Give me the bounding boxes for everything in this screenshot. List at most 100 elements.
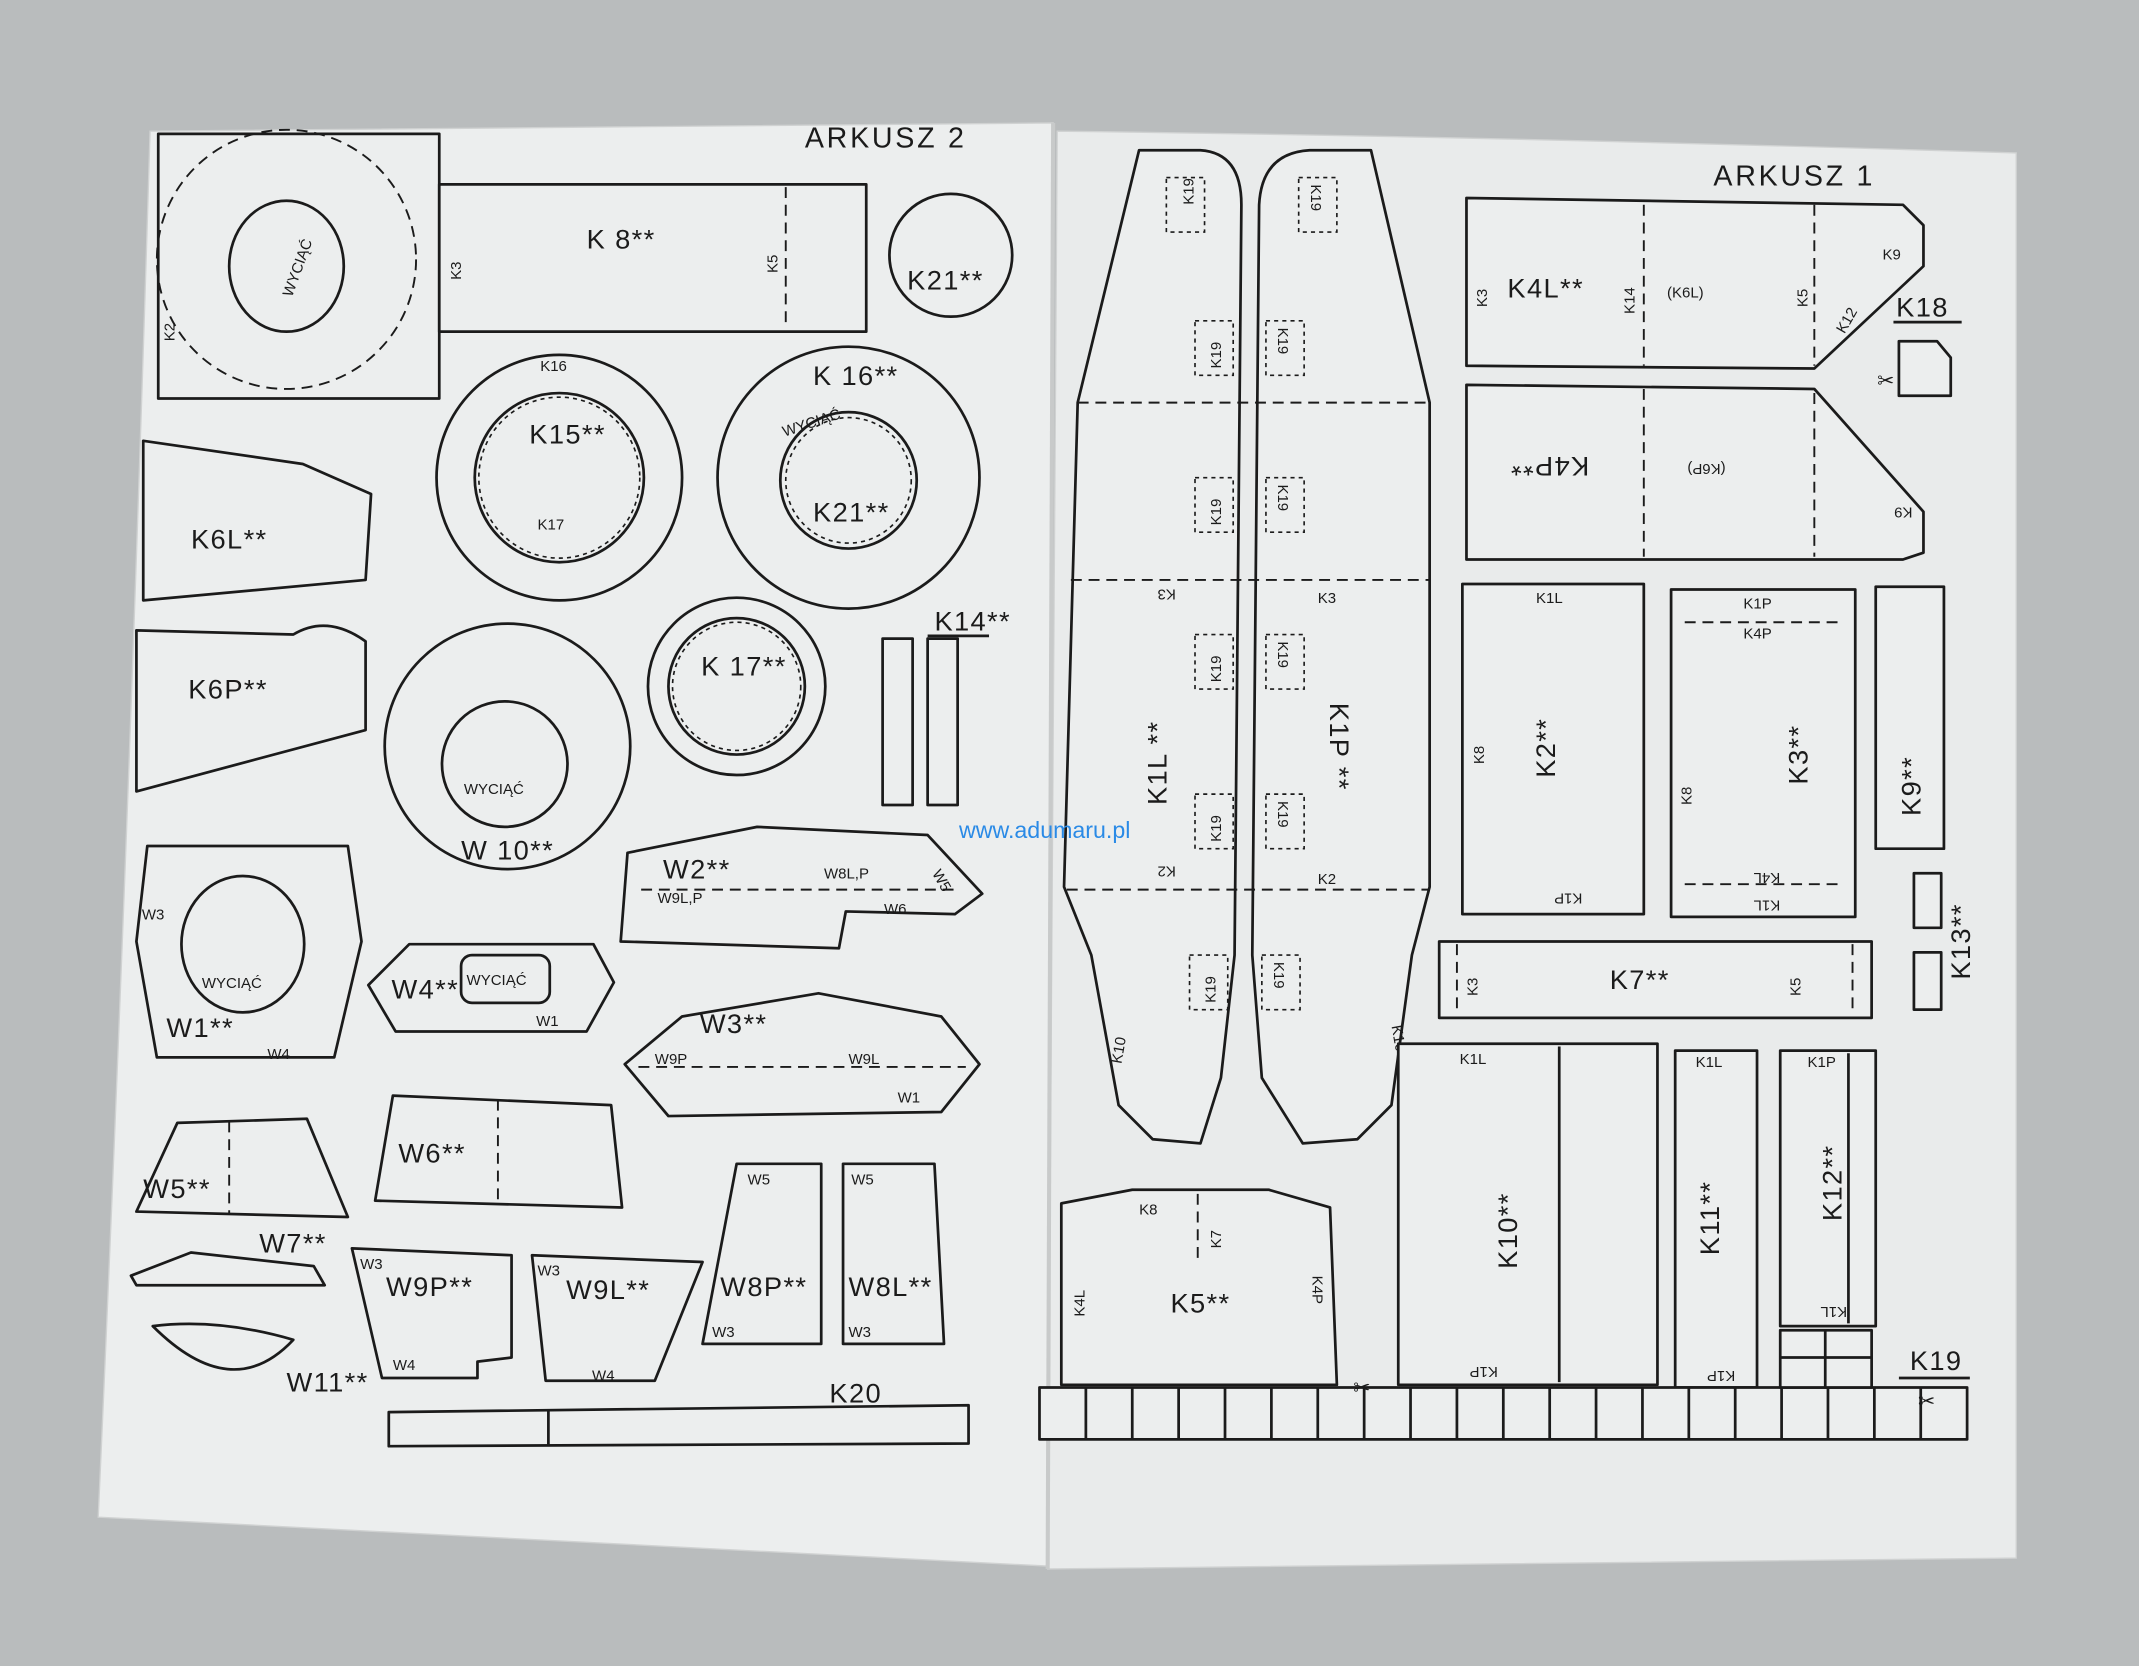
part-label: W1** xyxy=(166,1012,234,1043)
part-label: K9** xyxy=(1896,756,1927,816)
part-label: K7** xyxy=(1610,964,1670,995)
code-label: K3 xyxy=(448,261,465,279)
part-k2: WYCIĄĆ K2 xyxy=(155,128,441,400)
sheet-title: ARKUSZ 1 xyxy=(1713,161,1875,193)
part-label: K18 xyxy=(1896,292,1949,323)
code-label: K5 xyxy=(765,255,782,273)
code-label: K19 xyxy=(1274,641,1291,668)
part-k4p: K4P** (K6P) K9 xyxy=(1465,383,1925,561)
code-label: K1P xyxy=(1469,1363,1497,1380)
code-label: W3 xyxy=(537,1263,560,1280)
k19-markers: K19 K19 K19 K19 K19 K19 K19 K19 K19 K19 … xyxy=(1066,176,1430,1065)
code-label: K2 xyxy=(1158,862,1176,879)
svg-text:✂: ✂ xyxy=(1918,1390,1935,1413)
code-label: K14 xyxy=(1621,287,1638,314)
part-label: K12** xyxy=(1817,1145,1848,1222)
part-label: K13** xyxy=(1945,903,1976,980)
code-label: K19 xyxy=(1208,499,1225,526)
part-label: W9P** xyxy=(386,1271,473,1302)
part-w10: WYCIĄĆ W 10** xyxy=(383,622,632,871)
code-label: K3 xyxy=(1464,978,1481,996)
part-w1: W3 WYCIĄĆ W1** W4 xyxy=(135,844,363,1063)
part-k3: K1P K4P K3** K8 K4L K1L xyxy=(1669,588,1857,919)
part-k6p: K6P** xyxy=(135,624,367,793)
part-w2: W2** W9L,P W8L,P W6 W5 xyxy=(619,825,984,950)
part-w11: W11** xyxy=(151,1322,368,1398)
code-label: K3 xyxy=(1158,585,1176,602)
sheet-title: ARKUSZ 2 xyxy=(805,123,967,155)
part-w6: W6** xyxy=(373,1094,624,1209)
code-label: (K6L) xyxy=(1667,285,1704,302)
svg-text:✂: ✂ xyxy=(1877,370,1894,393)
part-k4l: K4L** (K6L) K3 K14 K5 K9 K12 xyxy=(1465,196,1925,370)
part-k14: K14** xyxy=(881,605,1010,807)
part-label: K1L ** xyxy=(1141,721,1172,805)
part-w5: W5** xyxy=(135,1117,350,1219)
part-k1p: K1P ** xyxy=(1250,148,1432,1145)
code-label: K19 xyxy=(1274,328,1291,355)
code-label: K19 xyxy=(1274,484,1291,511)
code-label: K9 xyxy=(1894,504,1912,521)
cut-out-label: WYCIĄĆ xyxy=(467,972,527,989)
part-label: W11** xyxy=(286,1367,368,1398)
code-label: K10 xyxy=(1109,1036,1130,1065)
part-k6l: K6L** xyxy=(141,439,373,602)
part-k18: K18 xyxy=(1893,292,1962,398)
part-w9l: W9L** W3 W4 xyxy=(530,1253,704,1385)
code-label: K2 xyxy=(1318,871,1336,888)
part-k16: K 16** WYCIĄĆ K21** xyxy=(716,345,981,610)
code-label: K19 xyxy=(1181,178,1198,205)
code-label: K5 xyxy=(1788,978,1805,996)
code-label: W1 xyxy=(898,1089,921,1106)
part-k11: K1L K11** K1P xyxy=(1673,1049,1759,1389)
part-label: W4** xyxy=(392,974,460,1005)
part-label: K1P ** xyxy=(1324,703,1355,791)
code-label: K8 xyxy=(1471,746,1488,764)
code-label: W3 xyxy=(142,907,165,924)
part-label: K19 xyxy=(1910,1345,1963,1376)
code-label: K19 xyxy=(1208,342,1225,369)
part-k17: K 17** xyxy=(646,596,827,777)
code-label: K7 xyxy=(1208,1230,1225,1248)
code-label: K2 xyxy=(162,323,179,341)
code-label: W9L,P xyxy=(658,890,703,907)
part-label: K3** xyxy=(1783,725,1814,785)
code-label: W1 xyxy=(536,1013,559,1030)
part-label: W7** xyxy=(259,1227,327,1258)
code-label: K16 xyxy=(540,358,567,375)
cut-out-label: WYCIĄĆ xyxy=(202,975,262,992)
code-label: K4P xyxy=(1308,1276,1325,1304)
code-label: K1L xyxy=(1460,1051,1487,1068)
code-label: W8L,P xyxy=(824,866,869,883)
code-label: (K6P) xyxy=(1687,460,1725,477)
code-label: K17 xyxy=(537,516,564,533)
part-label: K4L** xyxy=(1507,273,1584,304)
part-label: K6L** xyxy=(191,524,268,555)
part-label: K6P** xyxy=(188,674,268,705)
part-k8: K 8** K3 K5 xyxy=(437,182,868,334)
code-label: K19 xyxy=(1202,976,1219,1003)
code-label: K4L xyxy=(1072,1290,1089,1317)
part-k7: K3 K7** K5 xyxy=(1437,940,1873,1020)
part-label: W2** xyxy=(663,854,731,885)
code-label: K19 xyxy=(1274,801,1291,828)
part-k12: K1P K12** K1L xyxy=(1778,1049,1878,1328)
part-k1l: K1L ** xyxy=(1062,148,1243,1145)
code-label: W5 xyxy=(851,1171,874,1188)
part-k2: K1L K8 K2** K1P xyxy=(1461,582,1646,916)
code-label: K9 xyxy=(1883,246,1901,263)
part-label: K10** xyxy=(1492,1192,1523,1269)
part-w3: W3** W9P W9L W1 xyxy=(623,991,981,1118)
code-label: W4 xyxy=(267,1046,290,1063)
code-label: K1P xyxy=(1743,596,1771,613)
part-k19-strip: K19 xyxy=(1038,1328,1970,1441)
code-label: K8 xyxy=(1679,787,1696,805)
code-label: W4 xyxy=(393,1357,416,1374)
svg-text:✂: ✂ xyxy=(1353,1376,1370,1399)
code-label: K19 xyxy=(1270,962,1287,989)
code-label: K3 xyxy=(1474,289,1491,307)
code-label: W9P xyxy=(655,1051,688,1068)
part-w8p: W5 W8P** W3 xyxy=(701,1162,823,1346)
code-label: W3 xyxy=(712,1324,735,1341)
